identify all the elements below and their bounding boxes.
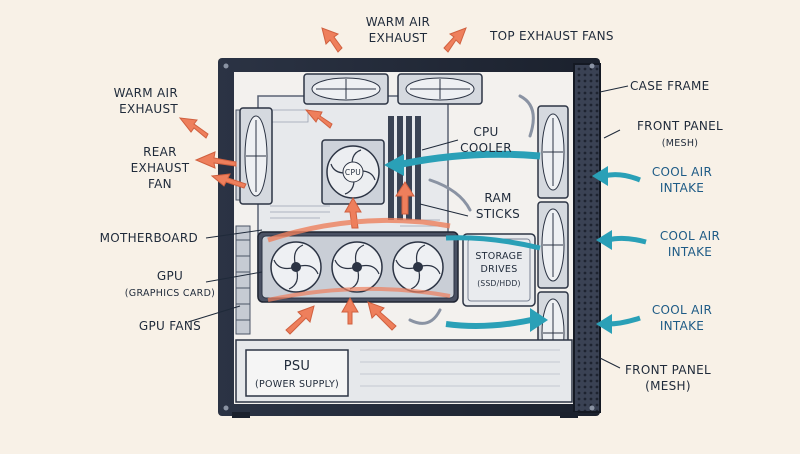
warm-air-arrow-inside-1 — [304, 109, 333, 129]
gpu-fan-2 — [331, 241, 383, 293]
ram-sticks-label-line2: STICKS — [476, 207, 520, 221]
gpu-card — [257, 231, 459, 303]
warm-air-exhaust-rear-label-line2: EXHAUST — [119, 102, 178, 116]
cool-air-intake-3-label-line2: INTAKE — [660, 319, 704, 333]
cpu-cooler — [321, 139, 385, 205]
gpu-label-line1: GPU — [157, 269, 183, 283]
front-panel-mesh-bottom-label-line2: (MESH) — [645, 379, 691, 393]
gpu-fan-1 — [270, 241, 322, 293]
cool-air-intake-2-label-line2: INTAKE — [668, 245, 712, 259]
warm-air-exhaust-top-label-line1: WARM AIR — [366, 15, 430, 29]
top-exhaust-fans-label: TOP EXHAUST FANS — [489, 29, 614, 43]
cpu-chip-label: CPU — [345, 168, 361, 177]
warm-air-arrow-gpu-1 — [285, 305, 315, 335]
cpu-cooler-label-line2: COOLER — [460, 141, 512, 155]
case-frame-label: CASE FRAME — [630, 79, 710, 93]
rear-exhaust-fan-label-line1: REAR — [143, 145, 177, 159]
warm-air-arrow-gpu-3 — [367, 301, 397, 331]
warm-air-arrow-top-1 — [321, 27, 343, 53]
psu-shroud — [235, 339, 573, 403]
cool-air-intake-1-label-line1: COOL AIR — [652, 165, 712, 179]
rear-exhaust-fan-label-line2: EXHAUST — [131, 161, 190, 175]
psu-label-line1: PSU — [284, 359, 311, 374]
cool-air-intake-2-label-line1: COOL AIR — [660, 229, 720, 243]
motherboard-label: MOTHERBOARD — [100, 231, 198, 245]
rear-exhaust-fan — [239, 107, 273, 205]
cool-air-intake-1-label-line2: INTAKE — [660, 181, 704, 195]
storage-drives-label-line3: (SSD/HDD) — [477, 279, 521, 288]
warm-air-exhaust-rear-label-line1: WARM AIR — [114, 86, 178, 100]
warm-air-flow-gpu — [267, 217, 451, 243]
top-exhaust-fans — [303, 73, 483, 105]
storage-drives-label-line1: STORAGE — [475, 251, 522, 262]
leader-lines — [187, 85, 629, 369]
warm-air-arrow-inside-3 — [395, 181, 415, 215]
cables — [408, 94, 535, 325]
gpu-label-line2: (GRAPHICS CARD) — [125, 288, 215, 299]
cool-air-intake-3-label-line1: COOL AIR — [652, 303, 712, 317]
warm-air-arrow-gpu-2 — [341, 296, 359, 325]
front-panel-mesh-top-label-line2: (MESH) — [662, 138, 699, 149]
psu-label-line2: (POWER SUPPLY) — [255, 379, 339, 390]
rear-exhaust-fan-label-line3: FAN — [148, 177, 172, 191]
front-mesh-panel — [574, 64, 600, 412]
warm-air-arrow-rear-3 — [210, 173, 247, 189]
front-intake-fans — [537, 105, 569, 375]
front-panel-mesh-bottom-label-line1: FRONT PANEL — [625, 363, 711, 377]
storage-drives-label-line2: DRIVES — [480, 264, 517, 275]
ram-sticks-label-line1: RAM — [484, 191, 511, 205]
warm-air-arrow-rear-2 — [194, 151, 237, 169]
front-panel-mesh-top-label-line1: FRONT PANEL — [637, 119, 723, 133]
warm-air-exhaust-top-label-line2: EXHAUST — [369, 31, 428, 45]
cool-air-arrows — [384, 150, 647, 334]
gpu-fans-label: GPU FANS — [139, 319, 201, 333]
cpu-cooler-label-line1: CPU — [473, 125, 498, 139]
warm-air-arrow-rear-1 — [178, 117, 209, 139]
warm-air-arrow-top-2 — [443, 27, 467, 53]
gpu-fan-3 — [392, 241, 444, 293]
